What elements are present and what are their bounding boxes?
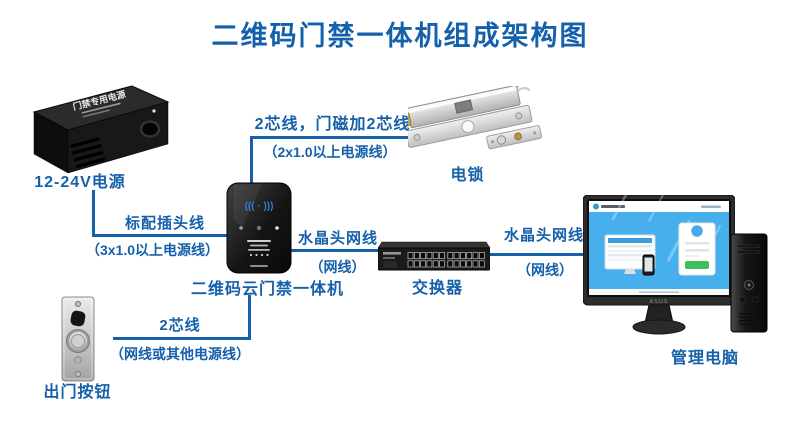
connection-name-lock: 2芯线，门磁加2芯线 — [254, 116, 411, 133]
power-supply-label: 12-24V电源 — [34, 174, 126, 191]
connector-switch-horizontal — [289, 249, 385, 252]
monitor-image: ASUS — [582, 184, 736, 337]
switch-image — [377, 240, 491, 274]
software-mockup — [604, 234, 656, 276]
power-supply-image: 门禁专用电源 — [28, 80, 170, 174]
vent-slots-icon — [70, 137, 106, 169]
connection-spec-exitbutton: （网线或其他电源线） — [110, 346, 250, 362]
port-grid-icon — [407, 252, 485, 268]
connection-spec-power: （3x1.0以上电源线） — [85, 242, 220, 258]
lock-image — [397, 81, 550, 164]
device-text-block — [247, 240, 271, 257]
connection-name-pc: 水晶头网线 — [503, 227, 584, 244]
connection-name-exitbutton: 2芯线 — [159, 317, 201, 334]
connection-spec-lock: （2x1.0以上电源线） — [263, 144, 397, 160]
screen-header — [593, 203, 721, 210]
connector-pc-horizontal — [488, 253, 592, 256]
cable-hole-icon — [139, 120, 161, 138]
brand-mark — [250, 265, 268, 267]
controller-image: ((( · ))) — [226, 182, 292, 274]
page-title: 二维码门禁一体机组成架构图 — [211, 21, 589, 51]
qr-access-controller-icon: ((( · ))) — [226, 182, 292, 274]
door-exit-button-icon — [61, 296, 95, 382]
desktop-monitor-icon: ASUS — [582, 184, 736, 335]
switch-label: 交换器 — [411, 280, 463, 297]
connector-lock-vertical — [250, 136, 253, 184]
login-button-icon — [685, 261, 709, 269]
electric-bolt-lock-icon — [397, 81, 543, 150]
controller-label: 二维码云门禁一体机 — [190, 281, 344, 298]
exit-button-label: 出门按钮 — [43, 384, 112, 401]
exit-button-image — [60, 296, 96, 382]
lock-label: 电锁 — [450, 167, 485, 184]
connection-spec-pc: （网线） — [517, 262, 573, 278]
connection-name-switch: 水晶头网线 — [297, 230, 378, 247]
connector-exitbutton-horizontal — [113, 337, 251, 340]
connection-name-power: 标配插头线 — [124, 215, 205, 232]
connector-power-vertical — [92, 190, 95, 237]
network-switch-icon — [377, 241, 491, 271]
connector-power-horizontal — [92, 234, 230, 237]
connection-spec-switch: （网线） — [309, 259, 366, 275]
power-supply-box-icon: 门禁专用电源 — [32, 85, 170, 174]
connector-lock-horizontal — [250, 136, 410, 139]
connector-exitbutton-vertical — [248, 295, 251, 340]
wave-logo-icon: ((( · ))) — [245, 201, 274, 212]
login-card — [678, 222, 716, 276]
tower-image — [730, 233, 768, 335]
pc-tower-icon — [730, 233, 768, 333]
monitor-brand-text: ASUS — [650, 299, 669, 305]
manager-pc-label: 管理电脑 — [670, 350, 739, 367]
